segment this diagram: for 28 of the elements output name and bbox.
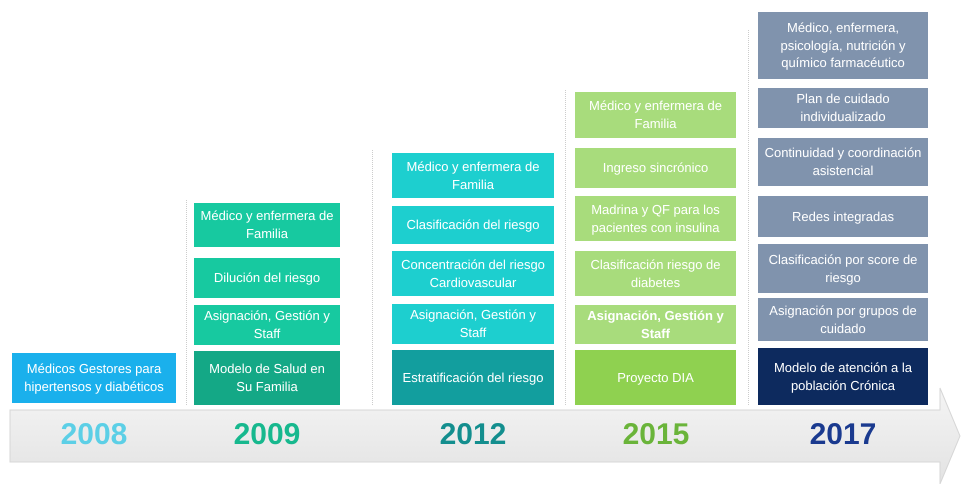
year-label: 2017 (808, 418, 878, 452)
milestone-box: Redes integradas (758, 196, 928, 237)
milestone-box: Clasificación del riesgo (392, 206, 554, 244)
year-label: 2008 (60, 418, 128, 452)
milestone-box: Médico, enfermera, psicología, nutrición y químico farmacéutico (758, 12, 928, 79)
milestone-box: Ingreso sincrónico (575, 148, 736, 188)
milestone-box: Clasificación por score de riesgo (758, 244, 928, 293)
milestone-box: Médico y enfermera de Familia (575, 92, 736, 138)
milestone-box: Madrina y QF para los pacientes con insulina (575, 196, 736, 241)
year-label: 2015 (622, 418, 690, 452)
milestone-box: Médico y enfermera de Familia (392, 153, 554, 198)
milestone-box: Modelo de atención a la población Crónica (758, 348, 928, 405)
milestone-box: Asignación, Gestión y Staff (194, 305, 340, 345)
milestone-box: Modelo de Salud en Su Familia (194, 351, 340, 405)
milestone-box: Dilución del riesgo (194, 258, 340, 298)
milestone-box: Continuidad y coordinación asistencial (758, 138, 928, 186)
milestone-box: Clasificación riesgo de diabetes (575, 251, 736, 296)
year-label: 2009 (232, 418, 302, 452)
milestone-box: Plan de cuidado individualizado (758, 88, 928, 128)
milestone-box: Asignación por grupos de cuidado (758, 298, 928, 341)
milestone-box: Médico y enfermera de Familia (194, 203, 340, 247)
milestone-box: Asignación, Gestión y Staff (392, 304, 554, 344)
milestone-box: Asignación, Gestión y Staff (575, 305, 736, 344)
milestone-box: Proyecto DIA (575, 350, 736, 405)
milestone-box: Médicos Gestores para hipertensos y diabéticos (12, 353, 176, 403)
milestone-box: Concentración del riesgo Cardiovascular (392, 251, 554, 296)
year-label: 2012 (438, 418, 508, 452)
milestone-box: Estratificación del riesgo (392, 350, 554, 405)
